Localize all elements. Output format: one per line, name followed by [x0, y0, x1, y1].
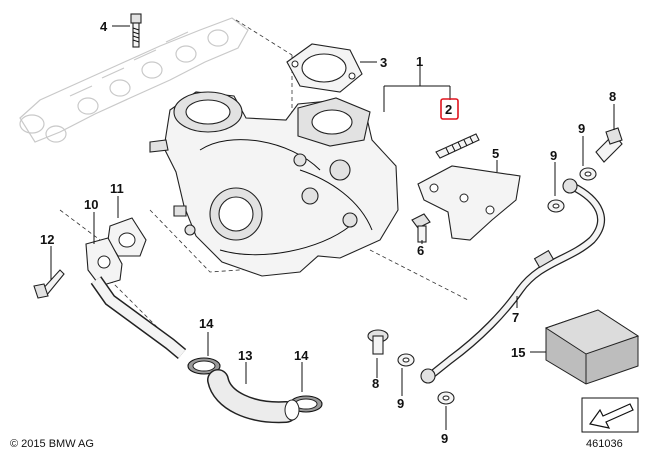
oil-return-pipe-part-10 [85, 237, 187, 359]
washers-part-9 [397, 167, 597, 405]
callout-11: 11 [110, 181, 124, 196]
callout-3: 3 [380, 55, 387, 70]
callout-1: 1 [416, 54, 423, 69]
bolt-part-8-upper [595, 127, 623, 163]
bolt-part-6 [411, 213, 431, 243]
bracket-part-5 [417, 165, 521, 241]
copyright-notice: © 2015 BMW AG [10, 438, 94, 450]
oil-line-part-7 [420, 178, 606, 384]
callout-15: 15 [511, 345, 525, 360]
highlight-box-part-2 [440, 98, 459, 120]
assembly-box-part-15 [544, 309, 640, 385]
callout-14-left: 14 [199, 316, 214, 331]
callout-4: 4 [100, 19, 108, 34]
hose-part-13 [207, 369, 300, 424]
bolt-part-8-lower [367, 329, 389, 355]
callout-8-lower: 8 [372, 376, 379, 391]
callout-14-right: 14 [294, 348, 309, 363]
callout-9-lower-left: 9 [397, 396, 404, 411]
callout-numbers: 4 1 3 2 8 9 5 9 11 10 12 6 7 14 15 13 14… [40, 19, 616, 446]
callout-8-upper: 8 [609, 89, 616, 104]
navigation-arrow-icon [581, 397, 639, 433]
callout-7: 7 [512, 310, 519, 325]
callout-5: 5 [492, 146, 499, 161]
callout-9-lower-right: 9 [441, 431, 448, 446]
gasket-part-3 [286, 43, 363, 93]
bolt-part-4 [130, 13, 142, 48]
exhaust-manifold-outline [19, 17, 249, 143]
bolt-part-12 [33, 269, 65, 299]
callout-9-upper-right: 9 [578, 121, 585, 136]
callout-2: 2 [445, 102, 452, 117]
leader-lines [50, 25, 615, 430]
stud-part-2 [435, 133, 480, 159]
callout-10: 10 [84, 197, 98, 212]
callout-13: 13 [238, 348, 252, 363]
callout-12: 12 [40, 232, 54, 247]
callout-6: 6 [417, 243, 424, 258]
diagram-number: 461036 [586, 438, 623, 450]
callout-9-upper-left: 9 [550, 148, 557, 163]
turbocharger [149, 91, 399, 277]
